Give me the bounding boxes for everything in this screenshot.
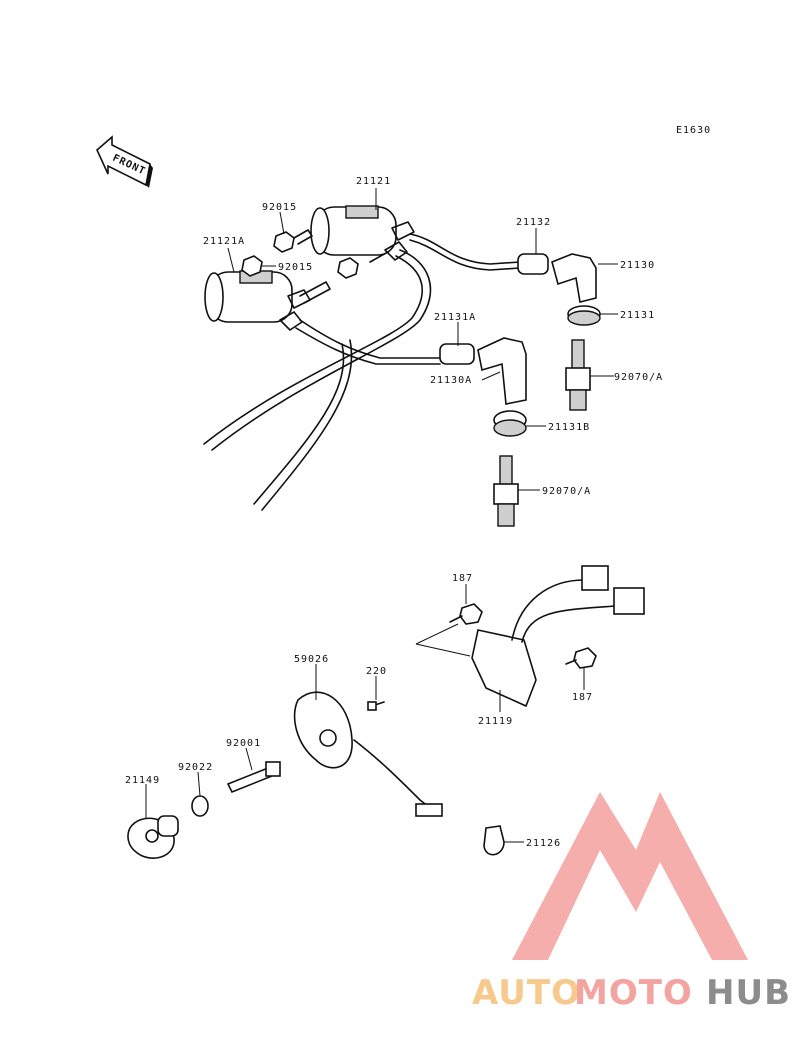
automotohub-logo-icon (512, 792, 748, 960)
watermark-moto: MOTO (574, 973, 693, 1013)
seal-21131 (567, 305, 601, 326)
callout-21130A: 21130A (430, 375, 472, 386)
ic-igniter-21119 (415, 565, 645, 708)
callout-187-lower: 187 (572, 692, 593, 703)
front-arrow-icon: FRONT (96, 135, 153, 188)
bolt-92001 (226, 761, 281, 794)
callout-92015-upper: 92015 (262, 202, 297, 213)
ignition-coil-21121A (204, 270, 311, 331)
ignition-coil-21121 (310, 205, 415, 261)
callout-21126: 21126 (526, 838, 561, 849)
callout-21121: 21121 (356, 176, 391, 187)
leader-lines (145, 188, 618, 843)
plug-cap-21131A (439, 343, 475, 365)
spark-plug-upper (565, 339, 591, 411)
callout-21121A: 21121A (203, 236, 245, 247)
diagram-code: E1630 (676, 125, 711, 136)
callout-92070-upper: 92070/A (614, 372, 663, 383)
callout-92070-lower: 92070/A (542, 486, 591, 497)
pickup-coil-59026 (293, 691, 443, 817)
plug-cap-21130 (551, 253, 597, 303)
callout-92022: 92022 (178, 762, 213, 773)
callout-21119: 21119 (478, 716, 513, 727)
nut-92015-upper (273, 229, 313, 253)
callout-21130: 21130 (620, 260, 655, 271)
plug-cap-21130A (477, 337, 527, 405)
high-tension-leads (203, 233, 521, 511)
clamp-21126 (483, 825, 505, 856)
seal-21131B (493, 410, 527, 437)
callout-59026: 59026 (294, 654, 329, 665)
screw-220 (367, 701, 385, 711)
callout-92015-lower: 92015 (278, 262, 313, 273)
timing-rotor-21149 (127, 815, 179, 859)
callout-21132: 21132 (516, 217, 551, 228)
callout-220: 220 (366, 666, 387, 677)
callout-21149: 21149 (125, 775, 160, 786)
washer-92022 (191, 795, 209, 817)
spark-plug-lower (493, 455, 519, 527)
callout-21131B: 21131B (548, 422, 590, 433)
nut-92015-lower (241, 251, 389, 304)
callout-92001: 92001 (226, 738, 261, 749)
callout-187-upper: 187 (452, 573, 473, 584)
watermark-hub: HUB (706, 973, 791, 1013)
watermark-auto: AUTO (472, 973, 581, 1013)
bolt-187 (449, 603, 597, 669)
callout-21131A: 21131A (434, 312, 476, 323)
callout-21131: 21131 (620, 310, 655, 321)
plug-cap-21132 (517, 253, 549, 275)
